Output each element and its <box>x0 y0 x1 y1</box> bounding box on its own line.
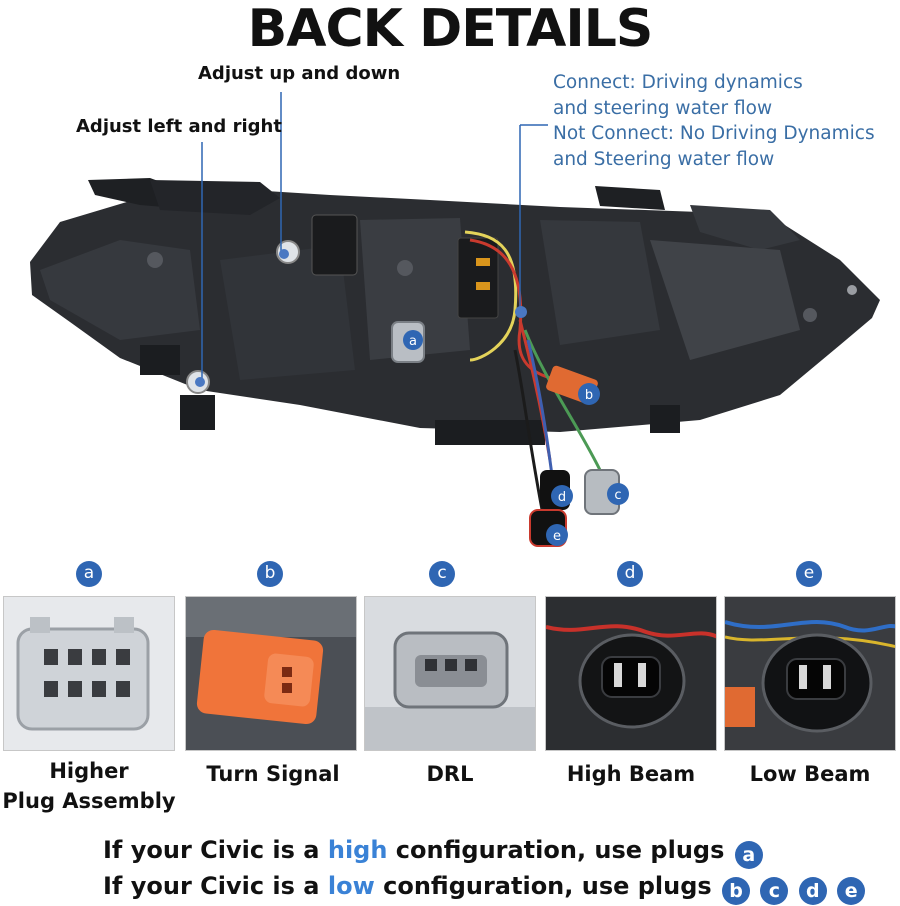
page-title: BACK DETAILS <box>247 0 654 59</box>
plug-badge-a: a <box>76 561 102 587</box>
instruction-suffix: configuration, use plugs <box>387 836 725 864</box>
callout-adjust-left-right: Adjust left and right <box>76 116 282 137</box>
marker-d: d <box>551 485 573 507</box>
plug-name-a: Higher Plug Assembly <box>0 756 178 816</box>
svg-text:d: d <box>558 490 566 505</box>
instruction-badge-c: c <box>760 877 789 905</box>
instruction-badge-b: b <box>722 877 751 905</box>
connection-note: Connect: Driving dynamics and steering w… <box>553 70 875 172</box>
instruction-badge-e: e <box>837 877 866 905</box>
plug-name-d: High Beam <box>566 762 696 786</box>
instruction-badge-a: a <box>734 841 763 869</box>
plug-photo-d <box>545 596 717 751</box>
note-line: and Steering water flow <box>553 148 775 170</box>
plug-photo-a <box>3 596 175 751</box>
instruction-low-config: If your Civic is a low configuration, us… <box>103 872 866 905</box>
plug-photo-e <box>724 596 896 751</box>
svg-text:b: b <box>585 388 593 403</box>
svg-text:a: a <box>409 334 417 349</box>
marker-b: b <box>578 383 600 405</box>
marker-a: a <box>403 330 423 350</box>
plug-name-b: Turn Signal <box>206 762 340 786</box>
plug-badge-b: b <box>257 561 283 587</box>
instruction-prefix: If your Civic is a <box>103 872 328 900</box>
plug-photo-b <box>185 596 357 751</box>
plug-badge-c: c <box>429 561 455 587</box>
instruction-prefix: If your Civic is a <box>103 836 328 864</box>
plug-name-e: Low Beam <box>749 762 871 786</box>
plug-name-line: Higher <box>49 759 129 783</box>
instruction-suffix: configuration, use plugs <box>374 872 712 900</box>
instruction-highlight-low: low <box>327 872 375 900</box>
callout-adjust-up-down: Adjust up and down <box>198 63 401 84</box>
marker-c: c <box>607 483 629 505</box>
marker-e: e <box>546 524 568 546</box>
svg-text:e: e <box>553 529 561 544</box>
plug-name-c: DRL <box>426 762 474 786</box>
headlight-back-illustration: a b c d e <box>30 92 880 547</box>
note-line: and steering water flow <box>553 97 773 119</box>
plug-badge-d: d <box>617 561 643 587</box>
plug-name-line: Plug Assembly <box>2 789 176 813</box>
instruction-badge-d: d <box>798 877 827 905</box>
instruction-high-config: If your Civic is a high configuration, u… <box>103 836 763 869</box>
note-line: Not Connect: No Driving Dynamics <box>553 123 875 144</box>
instruction-highlight-high: high <box>327 836 388 864</box>
svg-text:c: c <box>614 488 621 503</box>
note-line: Connect: Driving dynamics <box>553 72 803 93</box>
plug-badge-e: e <box>796 561 822 587</box>
plug-photo-c <box>364 596 536 751</box>
